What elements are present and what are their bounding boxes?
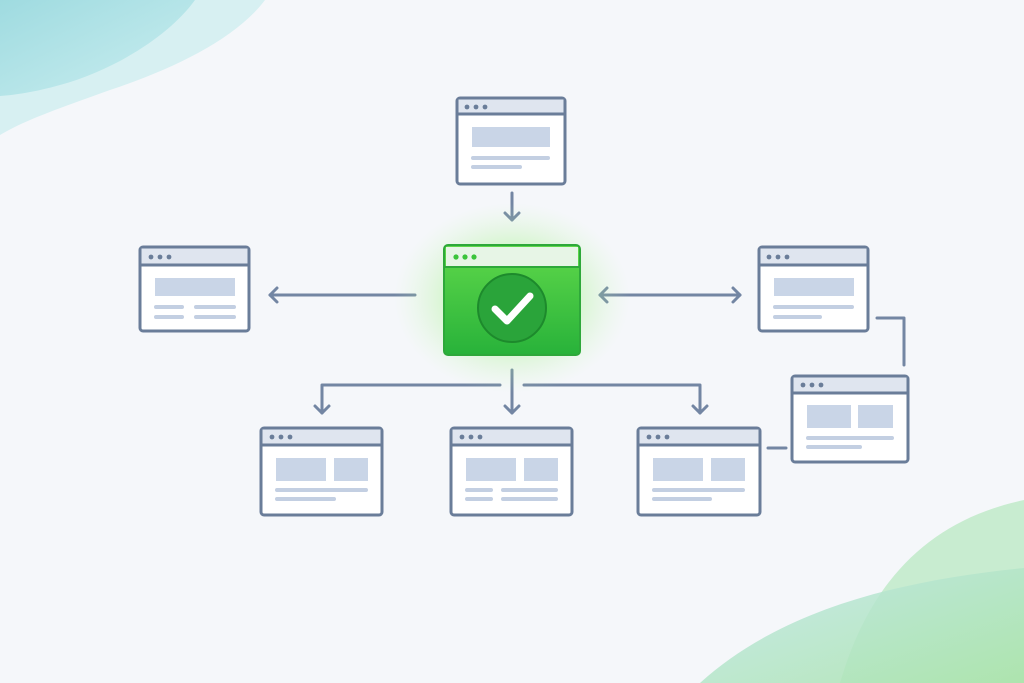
connector-right-farright: [875, 316, 906, 367]
arrowhead-down-icon: [503, 404, 521, 415]
window-bottom-left: [259, 426, 384, 517]
decor-blob-top-left: [0, 0, 265, 135]
arrowhead-left-icon: [268, 286, 279, 304]
window-left: [138, 245, 251, 333]
connector-hub-bottom-left: [320, 383, 502, 415]
window-bottom-center: [449, 426, 574, 517]
window-top: [455, 96, 567, 186]
window-far-right: [790, 374, 910, 464]
checkmark-icon: [477, 273, 547, 343]
arrowhead-down-icon: [313, 404, 331, 415]
arrowhead-down-icon: [691, 404, 709, 415]
window-right: [757, 245, 870, 333]
arrowhead-right-icon: [731, 286, 742, 304]
decor-blob-bottom-right: [700, 500, 1024, 683]
window-bottom-right: [636, 426, 762, 517]
connector-hub-bottom-right: [522, 383, 702, 415]
central-success-window: [394, 203, 630, 393]
